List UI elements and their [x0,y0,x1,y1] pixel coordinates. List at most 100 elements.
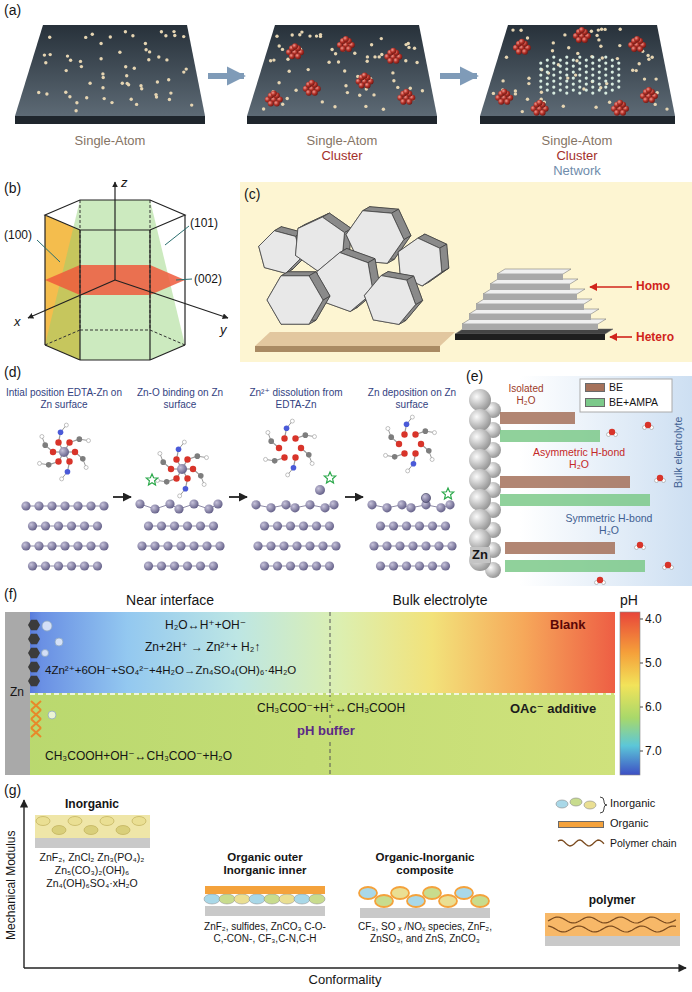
hydrogen-atom [178,494,182,498]
single-atom-dot [327,61,330,64]
band-title: OAc⁻ additive [510,701,596,717]
composite-grain [471,895,489,907]
species-list: ZnF₂, ZnCl₂ Zn₃(PO₄)₂ Zn₅(CO₃)₂(OH)₆ Zn₄… [36,851,148,890]
cluster-atom [634,36,640,42]
atom-cluster [531,100,549,116]
composite-grain [423,887,441,899]
single-atom-dot [392,79,395,82]
legend-text: Polymer chain [610,837,677,850]
single-atom-dot [321,100,324,103]
cluster-atom [617,100,623,106]
simulation-stage: Zn deposition on Zn surface [366,414,458,580]
ph-gradient [5,612,615,693]
single-atom-dot [366,60,369,63]
inorganic-grain [84,826,98,835]
single-atom-dot [521,110,524,113]
single-atom-dot [45,92,48,95]
oxygen-atom [418,441,424,447]
single-atom-dot [272,58,275,61]
lattice-atom [260,521,269,530]
network-atom [611,83,614,86]
scale-tick: 5.0 [645,656,662,670]
plane-label: (002) [194,272,222,286]
lattice-atom [41,561,50,570]
network-atom [559,65,562,68]
lattice-atom [376,561,385,570]
single-atom-dot [91,33,94,36]
network-atom [572,89,575,92]
network-atom [539,68,542,71]
inorganic-layer [35,815,150,838]
inorganic-grain [100,817,114,826]
single-atom-dot [574,73,577,76]
composite-grain [375,895,393,907]
lattice-atom [196,521,205,530]
lattice-atom [163,541,172,550]
carbon-atom [388,434,394,440]
network-atom [585,89,588,92]
single-atom-dot [144,48,147,51]
single-atom-dot [618,44,621,47]
lattice-atom [382,503,391,512]
panel-label: (c) [244,186,260,203]
single-atom-dot [160,30,163,33]
cluster-atom [516,49,522,55]
lattice-atom [406,503,415,512]
single-atom-dot [651,56,654,59]
single-atom-dot [68,95,71,98]
network-atom [559,89,562,92]
atom-cluster [384,48,402,64]
single-atom-dot [156,80,159,83]
hydrogen-atom [202,482,206,486]
lattice-atom [428,561,437,570]
suppressed-byproduct [31,701,41,737]
network-atom [585,65,588,68]
network-atom [572,65,575,68]
zinc-electrode [5,612,30,693]
catalyst-tile: Single-AtomClusterNetwork [480,22,675,130]
single-atom-dot [291,33,294,36]
hydrogen-atom [410,415,414,419]
lattice-atom [47,501,56,510]
network-atom [565,86,568,89]
network-atom [559,59,562,62]
network-atom [578,92,581,95]
single-atom-dot [563,33,566,36]
hydrogen-atom [386,427,390,431]
composite-grain [391,887,409,899]
single-atom-dot [527,82,530,85]
network-atom [611,71,614,74]
prism-edge [149,230,150,360]
cluster-atom [637,46,643,52]
lattice-atom [325,561,334,570]
node-artwork [247,22,437,130]
node-artwork [366,414,458,580]
single-atom-dot [75,101,78,104]
network-atom [572,83,575,86]
oxygen-atom [597,577,603,583]
lattice-atom [54,521,63,530]
scale-tick-mark [640,663,643,664]
axis-line [28,280,115,318]
panel-label: (d) [4,364,21,381]
highlight-star [442,488,453,499]
single-atom-dot [109,35,112,38]
network-atom [539,74,542,77]
leader-line [37,240,60,262]
zinc-substrate [205,906,325,916]
flow-arrow [440,73,477,79]
zinc-atom [469,509,491,531]
state-label: Cluster [321,148,362,164]
lattice-atom [389,561,398,570]
legend-sample [584,801,596,809]
carbon-atom [77,436,83,442]
flow-arrow [113,496,131,498]
substrate-plate [255,332,455,346]
oxygen-atom [401,450,407,456]
lattice-atom [286,561,295,570]
panel-label: (e) [466,368,483,385]
lattice-atom [157,521,166,530]
legend-text: Organic [610,817,649,830]
cluster-atom [295,53,301,59]
single-atom-dot [591,80,594,83]
